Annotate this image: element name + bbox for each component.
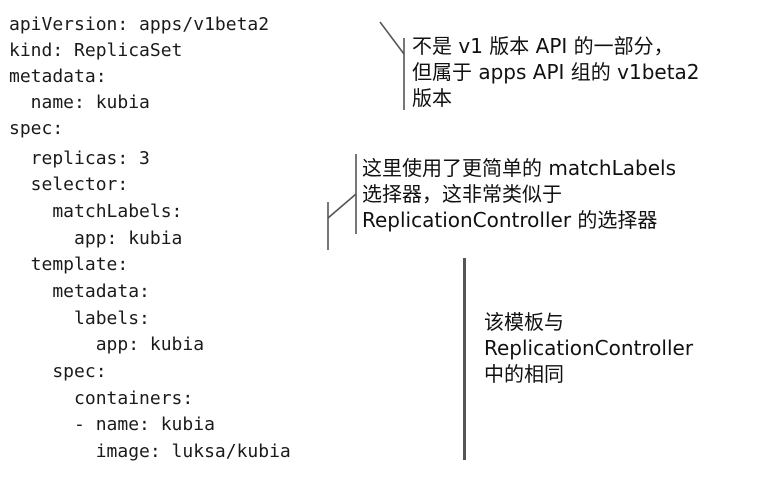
template-annotation: 该模板与 ReplicationController 中的相同 xyxy=(484,309,693,387)
template-annotation-line: 该模板与 xyxy=(484,310,564,334)
yaml-line-labels-app: app: kubia xyxy=(9,334,205,355)
yaml-line-template-metadata: metadata: xyxy=(9,281,150,302)
yaml-line-labels: labels: xyxy=(9,308,150,329)
yaml-line-metadata: metadata: xyxy=(9,66,107,87)
yaml-line-container-name: - name: kubia xyxy=(9,414,215,435)
yaml-line-match-labels: matchLabels: xyxy=(9,201,183,222)
yaml-line-spec: spec: xyxy=(9,118,64,139)
yaml-line-selector-app: app: kubia xyxy=(9,228,183,249)
yaml-line-api-version: apiVersion: apps/v1beta2 xyxy=(9,14,270,35)
api-version-annotation-line: 但属于 apps API 组的 v1beta2 xyxy=(412,60,700,84)
api-version-annotation-line: 版本 xyxy=(412,86,452,110)
api-version-annotation-line: 不是 v1 版本 API 的一部分， xyxy=(412,34,674,58)
yaml-line-container-image: image: luksa/kubia xyxy=(9,441,291,462)
yaml-line-template: template: xyxy=(9,254,129,275)
selector-annotation: 这里使用了更简单的 matchLabels 选择器，这非常类似于 Replica… xyxy=(362,155,676,233)
yaml-line-name: name: kubia xyxy=(9,92,150,113)
template-annotation-line: 中的相同 xyxy=(484,362,564,386)
yaml-line-selector: selector: xyxy=(9,174,129,195)
yaml-line-containers: containers: xyxy=(9,388,194,409)
template-annotation-line: ReplicationController xyxy=(484,336,694,360)
template-callout-bar xyxy=(463,258,466,460)
api-version-callout-bracket xyxy=(379,21,405,110)
selector-callout-bracket xyxy=(327,154,357,250)
selector-annotation-line: 这里使用了更简单的 matchLabels xyxy=(362,156,676,180)
api-version-annotation: 不是 v1 版本 API 的一部分， 但属于 apps API 组的 v1bet… xyxy=(412,33,700,111)
selector-annotation-line: 选择器，这非常类似于 xyxy=(362,182,562,206)
yaml-line-kind: kind: ReplicaSet xyxy=(9,40,183,61)
yaml-line-replicas: replicas: 3 xyxy=(9,148,150,169)
yaml-line-template-spec: spec: xyxy=(9,361,107,382)
selector-annotation-line: ReplicationController 的选择器 xyxy=(362,208,658,232)
